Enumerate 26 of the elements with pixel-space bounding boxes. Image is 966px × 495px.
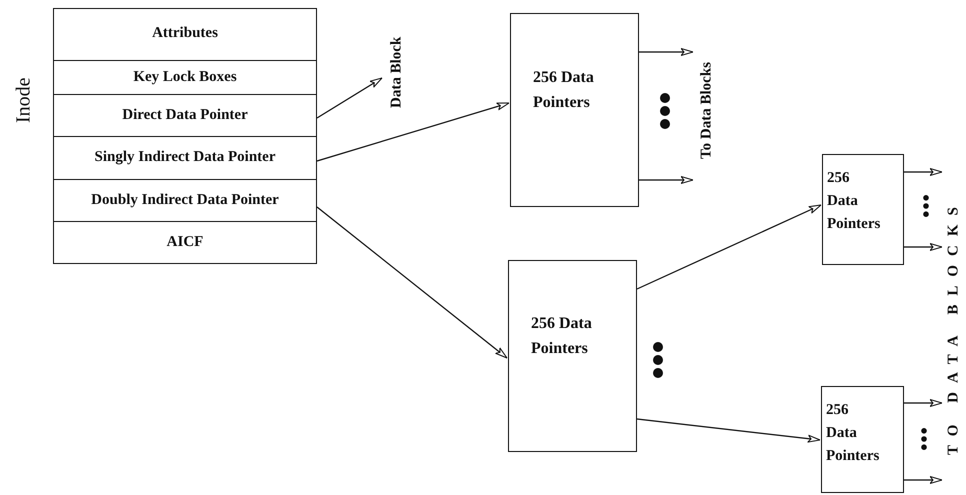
arrow <box>904 399 942 407</box>
arrow <box>316 206 508 358</box>
arrow <box>639 176 694 184</box>
node-label: Inode <box>12 76 36 125</box>
arrow <box>904 476 942 484</box>
pointer-block-box: 256 Data Pointers <box>508 260 637 452</box>
pointer-block-box: 256 Data Pointers <box>822 154 904 265</box>
table-row: Singly Indirect Data Pointer <box>54 136 316 178</box>
table-row: Key Lock Boxes <box>54 60 316 94</box>
vertical-text: TO DATA BLOCKS <box>943 160 965 493</box>
arrow <box>636 204 822 290</box>
table-row: Direct Data Pointer <box>54 94 316 136</box>
vertical-text: Data Block <box>383 22 411 122</box>
table-row: Doubly Indirect Data Pointer <box>54 178 316 220</box>
arrow <box>639 48 694 56</box>
table-row: AICF <box>54 220 316 264</box>
pointer-block-box: 256 Data Pointers <box>510 13 639 207</box>
arrow <box>316 102 510 162</box>
inode-table <box>53 8 317 264</box>
vertical-text: To Data Blocks <box>694 28 720 194</box>
arrow <box>636 418 820 443</box>
table-row: Attributes <box>54 8 316 60</box>
arrow <box>316 77 382 119</box>
arrow <box>904 243 942 251</box>
arrow <box>904 168 942 176</box>
pointer-block-box: 256 Data Pointers <box>821 386 904 493</box>
